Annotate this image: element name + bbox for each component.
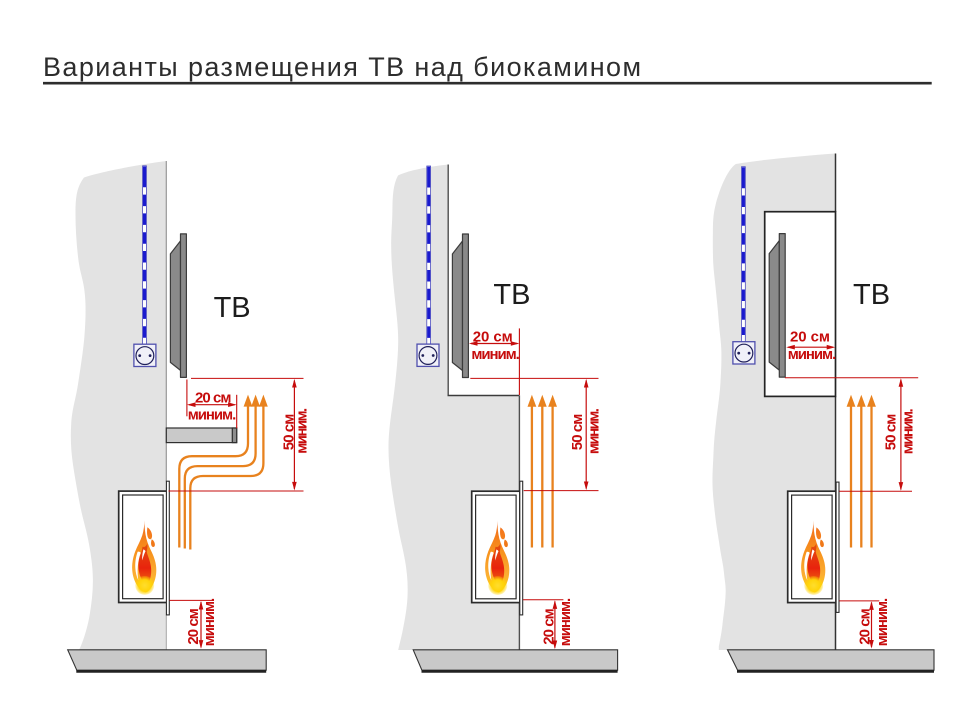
svg-text:миним.: миним.: [471, 346, 519, 363]
svg-text:20 см: 20 см: [856, 608, 873, 645]
svg-text:миним.: миним.: [874, 598, 891, 647]
svg-text:миним.: миним.: [294, 408, 311, 454]
svg-text:миним.: миним.: [788, 346, 837, 363]
svg-text:миним.: миним.: [900, 408, 917, 454]
svg-text:миним.: миним.: [585, 408, 602, 454]
svg-text:20 см: 20 см: [540, 608, 557, 645]
svg-text:20 см: 20 см: [185, 608, 202, 645]
svg-text:ТВ: ТВ: [853, 279, 890, 311]
svg-text:50 см: 50 см: [883, 414, 900, 451]
svg-text:50 см: 50 см: [569, 414, 586, 451]
svg-text:ТВ: ТВ: [493, 279, 530, 311]
svg-text:20 см: 20 см: [790, 328, 830, 345]
svg-text:ТВ: ТВ: [214, 292, 251, 324]
svg-text:20 см: 20 см: [195, 389, 232, 406]
svg-text:50 см: 50 см: [280, 414, 297, 451]
svg-text:миним.: миним.: [201, 598, 218, 647]
svg-text:миним.: миним.: [557, 598, 574, 647]
svg-text:миним.: миним.: [188, 407, 237, 424]
svg-text:20 см: 20 см: [473, 328, 513, 345]
